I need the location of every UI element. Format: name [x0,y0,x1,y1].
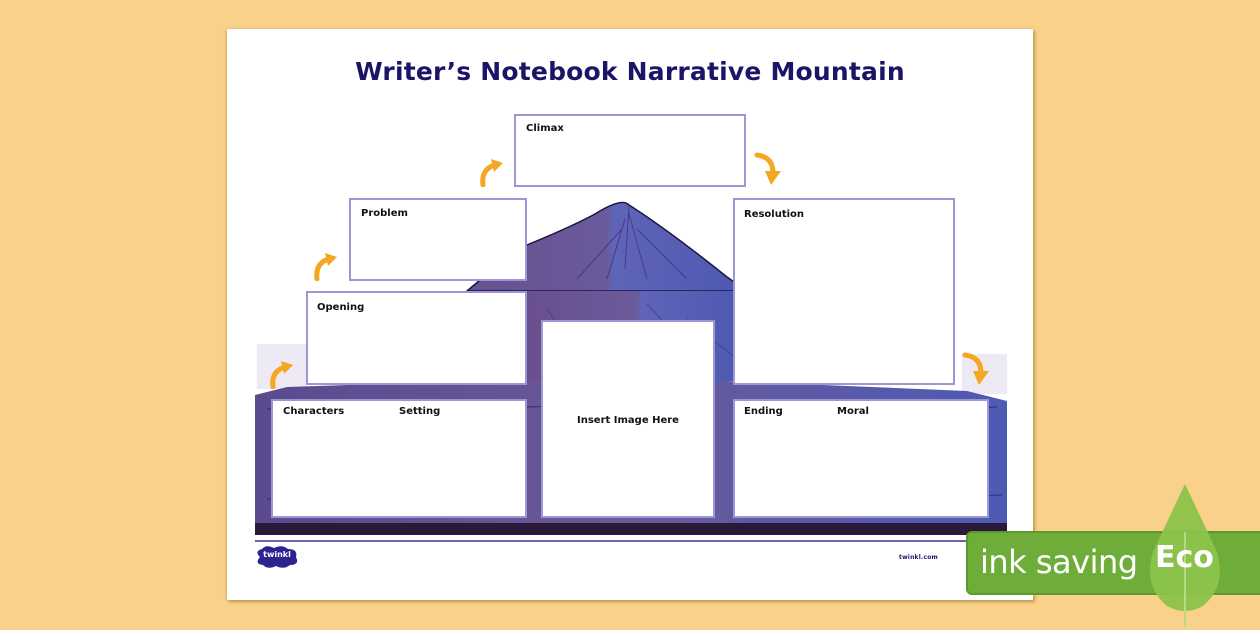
ink-saving-text: ink saving [980,543,1138,581]
arrow-down-curve-icon [962,352,989,385]
eco-label: Eco [1155,540,1214,575]
opening-label: Opening [317,302,365,313]
characters-setting-box[interactable]: Characters Setting [271,399,527,518]
arrow-up-curve-icon [314,253,337,281]
arrow-down-curve-icon [754,152,781,185]
footer-url: twinkl.com [899,554,938,561]
moral-label: Moral [837,406,869,417]
climax-box[interactable]: Climax [514,114,746,187]
arrow-up-curve-icon [480,159,503,187]
problem-box[interactable]: Problem [349,198,527,281]
problem-label: Problem [361,208,408,219]
climax-label: Climax [526,123,564,134]
worksheet-title: Writer’s Notebook Narrative Mountain [355,57,905,86]
worksheet-page: Writer’s Notebook Narrative Mountain Cli… [227,29,1033,600]
insert-image-box[interactable]: Insert Image Here [541,320,715,518]
opening-box[interactable]: Opening [306,291,527,385]
resolution-box[interactable]: Resolution [733,198,955,385]
setting-label: Setting [399,406,441,417]
arrow-up-curve-icon [270,361,293,389]
ending-moral-box[interactable]: Ending Moral [733,399,989,518]
footer-divider [255,540,1005,542]
twinkl-logo: twinkl [254,545,300,569]
characters-label: Characters [283,406,345,417]
insert-image-label: Insert Image Here [577,415,679,426]
ending-label: Ending [744,406,783,417]
resolution-label: Resolution [744,209,805,220]
eco-leaf-icon [1150,484,1220,627]
